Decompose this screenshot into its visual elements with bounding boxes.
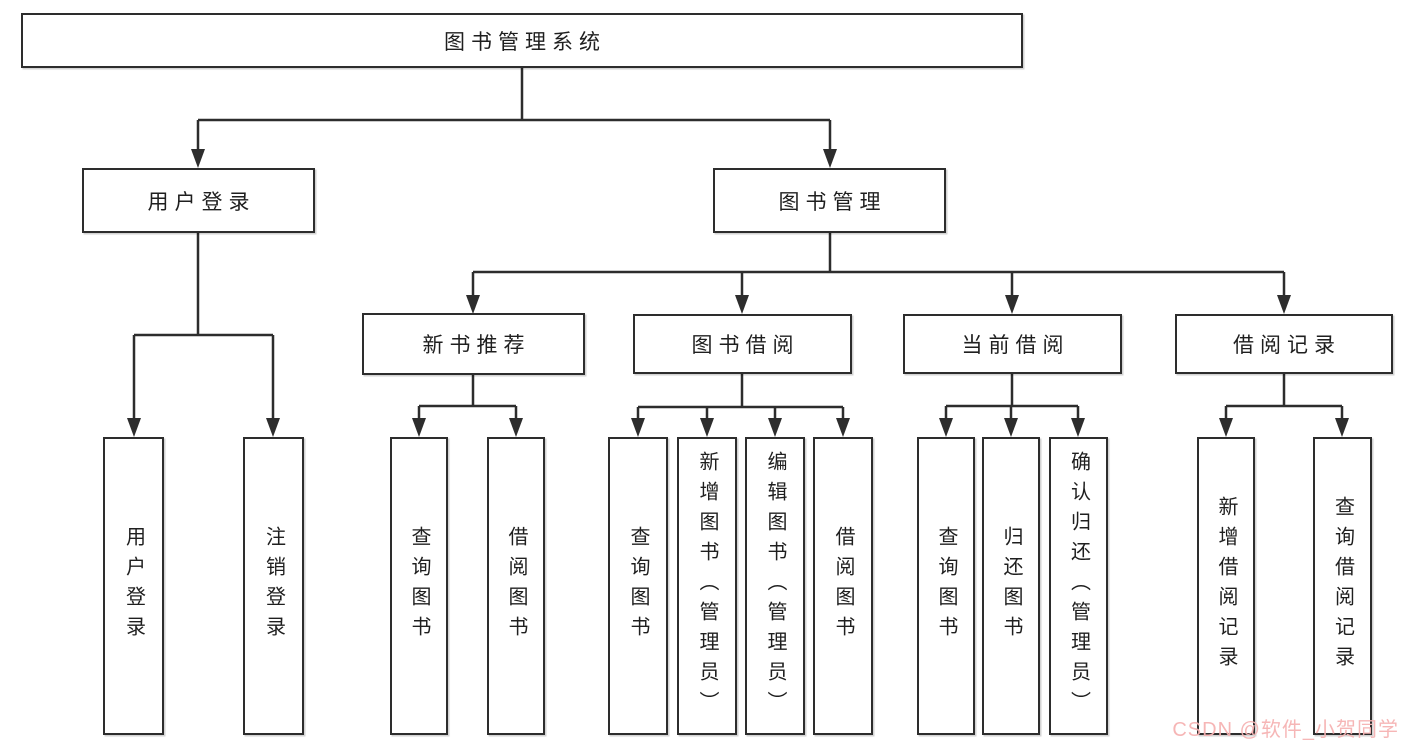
leaf-cb-return-books: 归还图书: [982, 437, 1040, 735]
leaf-bb-edit-books-admin: 编辑图书（管理员）: [745, 437, 805, 735]
leaf-bb-borrow-books: 借阅图书: [813, 437, 873, 735]
node-library-management-system: 图书管理系统: [21, 13, 1023, 68]
connector-borrow-records-to-leaves: [1219, 374, 1349, 437]
leaf-user-login: 用户登录: [103, 437, 164, 735]
connector-book-management-to-level3: [466, 233, 1291, 314]
connector-current-borrow-to-leaves: [939, 374, 1085, 437]
csdn-watermark: CSDN @软件_小贺同学: [1172, 719, 1399, 741]
node-new-book-recommend: 新书推荐: [362, 313, 585, 375]
node-user-login-branch: 用户登录: [82, 168, 315, 233]
connector-user-login-to-leaves: [127, 233, 280, 437]
leaf-bb-add-books-admin: 新增图书（管理员）: [677, 437, 737, 735]
connector-root-to-level2: [191, 68, 837, 168]
connector-book-borrow-to-leaves: [631, 374, 850, 437]
connector-new-book-recommend-to-leaves: [412, 375, 523, 437]
node-book-borrow: 图书借阅: [633, 314, 852, 374]
node-current-borrow: 当前借阅: [903, 314, 1122, 374]
leaf-br-add-record: 新增借阅记录: [1197, 437, 1255, 735]
leaf-logout: 注销登录: [243, 437, 304, 735]
leaf-cb-confirm-return-admin: 确认归还（管理员）: [1049, 437, 1108, 735]
leaf-bb-query-books: 查询图书: [608, 437, 668, 735]
leaf-nbr-borrow-books: 借阅图书: [487, 437, 545, 735]
node-borrow-records: 借阅记录: [1175, 314, 1393, 374]
node-book-management-branch: 图书管理: [713, 168, 946, 233]
leaf-nbr-query-books: 查询图书: [390, 437, 448, 735]
leaf-cb-query-books: 查询图书: [917, 437, 975, 735]
leaf-br-query-record: 查询借阅记录: [1313, 437, 1372, 735]
